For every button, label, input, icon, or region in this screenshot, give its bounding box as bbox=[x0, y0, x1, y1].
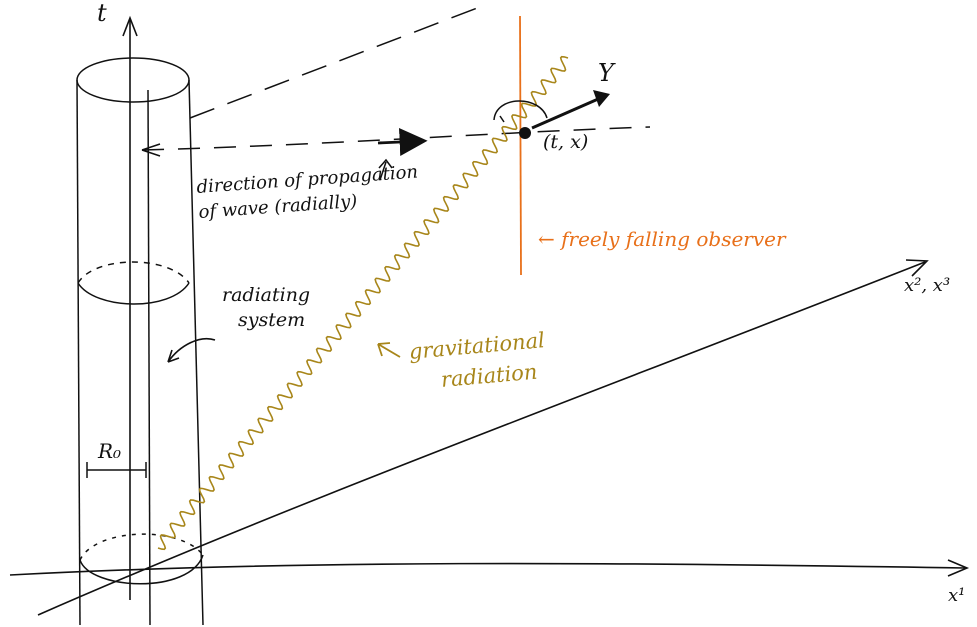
Y-vector bbox=[531, 94, 606, 130]
x23-axis-arrowhead bbox=[905, 259, 929, 277]
event-label: (t, x) bbox=[543, 131, 589, 153]
x1-axis bbox=[9, 562, 966, 576]
radiating-cylinder bbox=[76, 57, 204, 626]
radiation-pointer bbox=[377, 342, 401, 358]
direction-pointer bbox=[378, 158, 393, 181]
radius-label: R₀ bbox=[98, 439, 122, 463]
t-axis-label: t bbox=[97, 0, 107, 27]
Y-vector-arrowhead bbox=[593, 90, 610, 107]
x1-axis-label: x¹ bbox=[948, 585, 966, 606]
propagation-arrow bbox=[377, 128, 428, 157]
x1-axis-arrowhead bbox=[947, 559, 970, 577]
x23-axis bbox=[37, 261, 926, 616]
x23-axis-label: x², x³ bbox=[904, 275, 951, 296]
t-axis-arrowhead bbox=[122, 15, 138, 37]
radiating-label-line1: radiating bbox=[222, 284, 311, 306]
gravitational-radiation-wave bbox=[157, 55, 569, 551]
event-point bbox=[519, 127, 531, 139]
observer-eye bbox=[493, 100, 548, 121]
radiating-label-line2: system bbox=[238, 309, 306, 331]
Y-label: Y bbox=[598, 59, 614, 87]
upper-dashed-line bbox=[189, 4, 486, 119]
radius-marker bbox=[86, 462, 147, 478]
propagation-dashed-line-end bbox=[141, 143, 161, 157]
observer-eye-tick bbox=[499, 115, 505, 123]
radiating-pointer bbox=[167, 338, 216, 363]
observer-label: ← freely falling observer bbox=[538, 227, 786, 251]
observer-worldline bbox=[519, 15, 522, 276]
